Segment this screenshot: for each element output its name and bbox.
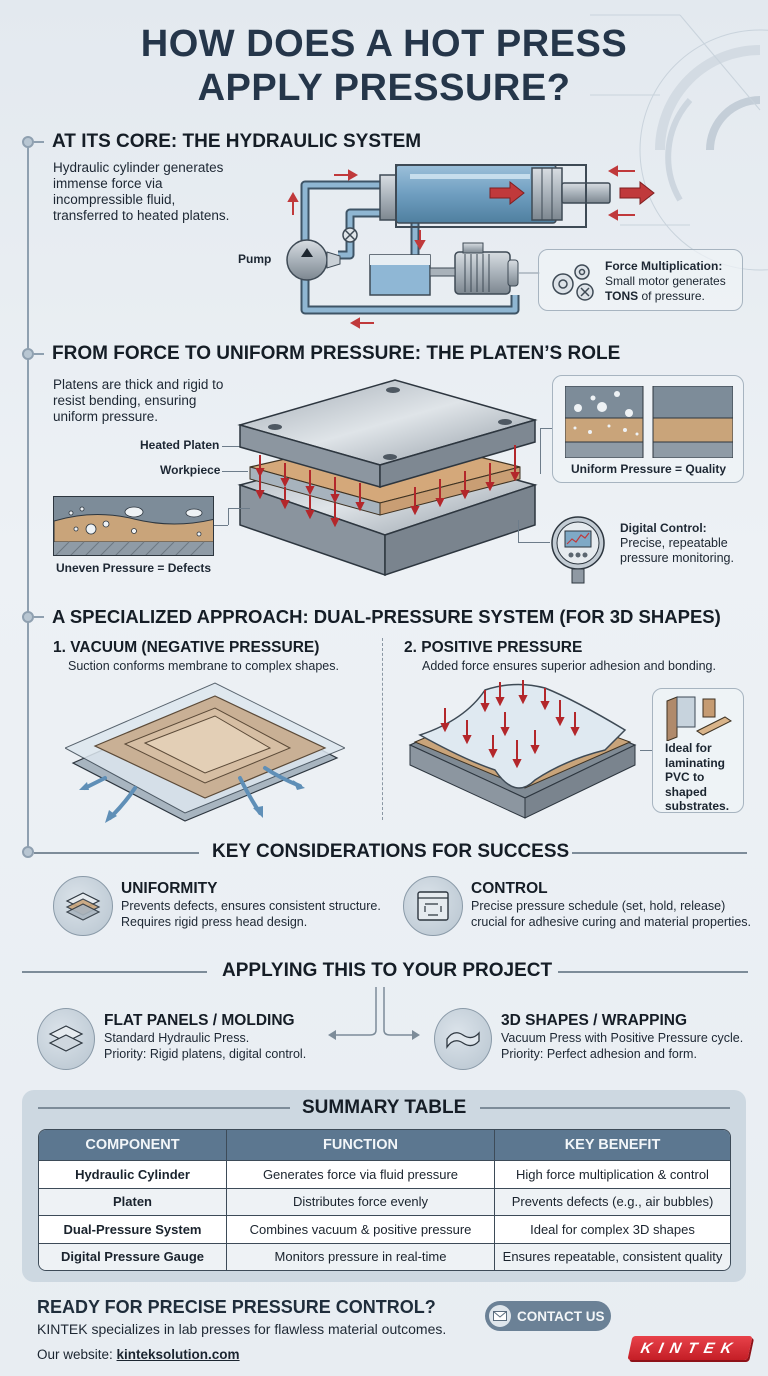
kintek-logo: KINTEK xyxy=(627,1336,753,1360)
pressure-gauge-icon xyxy=(551,516,605,584)
section-rule xyxy=(38,1107,290,1109)
branch-arrows xyxy=(328,987,420,1040)
pump-label: Pump xyxy=(238,252,272,266)
section-heading-dual-pressure: A SPECIALIZED APPROACH: DUAL-PRESSURE SY… xyxy=(52,606,721,627)
pvc-substrate-icon xyxy=(666,696,732,741)
leader-line xyxy=(214,525,228,526)
section-rule xyxy=(22,971,207,973)
platen-description: Platens are thick and rigid to resist be… xyxy=(53,377,224,424)
vacuum-title: 1. VACUUM (NEGATIVE PRESSURE) xyxy=(53,639,320,656)
vacuum-description: Suction conforms membrane to complex sha… xyxy=(68,659,339,673)
leader-line xyxy=(640,750,652,751)
timeline-line xyxy=(27,146,29,852)
leader-line xyxy=(540,428,541,474)
flat-panels-icon xyxy=(48,1025,84,1052)
timeline-tick xyxy=(34,353,44,355)
table-row: Platen Distributes force evenly Prevents… xyxy=(39,1187,730,1215)
uniform-pressure-caption: Uniform Pressure = Quality xyxy=(571,462,727,476)
3d-shapes-item: 3D SHAPES / WRAPPING Vacuum Press with P… xyxy=(501,1012,744,1061)
summary-table-heading: SUMMARY TABLE xyxy=(302,1097,467,1118)
positive-pressure-description: Added force ensures superior adhesion an… xyxy=(422,659,716,673)
summary-table: COMPONENT FUNCTION KEY BENEFIT Hydraulic… xyxy=(38,1129,731,1271)
3d-shape-icon xyxy=(446,1031,480,1050)
callout-emphasis: TONS xyxy=(605,289,639,303)
gears-icon xyxy=(552,264,594,301)
3d-shapes-icon-badge xyxy=(434,1008,492,1070)
website-link[interactable]: kinteksolution.com xyxy=(116,1347,240,1362)
column-divider xyxy=(382,638,383,820)
platen-press-diagram xyxy=(237,379,538,577)
uneven-pressure-inset xyxy=(53,496,214,556)
section-heading-applying: APPLYING THIS TO YOUR PROJECT xyxy=(222,960,553,981)
section-heading-key-considerations: KEY CONSIDERATIONS FOR SUCCESS xyxy=(212,841,570,862)
uniformity-icon-badge xyxy=(53,876,113,936)
cta-heading: READY FOR PRECISE PRESSURE CONTROL? xyxy=(37,1297,436,1317)
leader-line xyxy=(228,508,250,509)
leader-line xyxy=(228,508,229,525)
envelope-icon xyxy=(489,1305,511,1327)
callout-line1: Small motor generates xyxy=(605,274,726,288)
digital-control-text: Digital Control: Precise, repeatable pre… xyxy=(620,521,734,565)
contact-us-button[interactable]: CONTACT US xyxy=(485,1301,611,1331)
page-title: HOW DOES A HOT PRESS APPLY PRESSURE? xyxy=(140,23,628,109)
force-multiplication-callout: Force Multiplication: Small motor genera… xyxy=(538,249,743,311)
leader-line xyxy=(518,542,550,543)
uneven-pressure-caption: Uneven Pressure = Defects xyxy=(56,561,212,575)
leader-line xyxy=(222,471,248,472)
section-rule xyxy=(34,852,199,854)
uniform-pressure-callout: Uniform Pressure = Quality xyxy=(552,375,744,483)
heated-platen-label: Heated Platen xyxy=(140,438,220,452)
flat-panels-item: FLAT PANELS / MOLDING Standard Hydraulic… xyxy=(104,1012,307,1061)
defect-layers-illustration xyxy=(54,497,213,555)
section-rule xyxy=(572,852,747,854)
leader-line xyxy=(518,520,519,542)
positive-pressure-illustration xyxy=(408,680,637,819)
cta-text: KINTEK specializes in lab presses for fl… xyxy=(37,1321,447,1337)
callout-title: Force Multiplication: xyxy=(605,259,723,273)
section-heading-platen: FROM FORCE TO UNIFORM PRESSURE: THE PLAT… xyxy=(52,343,621,364)
flat-panels-icon-badge xyxy=(37,1008,95,1070)
layers-icon xyxy=(65,892,101,921)
hydraulic-system-diagram xyxy=(286,164,655,329)
ideal-for-callout: Ideal for laminating PVC to shaped subst… xyxy=(652,688,744,813)
uniformity-item: UNIFORMITY Prevents defects, ensures con… xyxy=(121,880,381,929)
hydraulic-description: Hydraulic cylinder generates immense for… xyxy=(53,160,230,223)
leader-line xyxy=(222,446,248,447)
leader-line xyxy=(540,428,552,429)
control-icon-badge xyxy=(403,876,463,936)
table-row: Digital Pressure Gauge Monitors pressure… xyxy=(39,1242,730,1270)
section-rule xyxy=(480,1107,730,1109)
column-header: COMPONENT xyxy=(39,1130,227,1160)
contact-us-label: CONTACT US xyxy=(517,1308,605,1324)
table-header-row: COMPONENT FUNCTION KEY BENEFIT xyxy=(39,1130,730,1160)
timeline-tick xyxy=(34,616,44,618)
table-row: Dual-Pressure System Combines vacuum & p… xyxy=(39,1215,730,1243)
timeline-node xyxy=(22,348,34,360)
cycle-schedule-icon xyxy=(417,891,449,921)
table-row: Hydraulic Cylinder Generates force via f… xyxy=(39,1160,730,1188)
timeline-tick xyxy=(34,141,44,143)
timeline-node xyxy=(22,611,34,623)
column-header: KEY BENEFIT xyxy=(495,1130,730,1160)
timeline-node xyxy=(22,846,34,858)
column-header: FUNCTION xyxy=(227,1130,495,1160)
section-heading-hydraulic: AT ITS CORE: THE HYDRAULIC SYSTEM xyxy=(52,131,422,152)
background-circuit-decoration xyxy=(590,14,768,271)
workpiece-label: Workpiece xyxy=(160,463,221,477)
vacuum-membrane-illustration xyxy=(65,682,345,823)
uniform-layers-comparison xyxy=(565,386,733,458)
timeline-node xyxy=(22,136,34,148)
positive-pressure-title: 2. POSITIVE PRESSURE xyxy=(404,639,583,656)
website-line: Our website: kinteksolution.com xyxy=(37,1347,240,1362)
control-item: CONTROL Precise pressure schedule (set, … xyxy=(471,880,751,929)
section-rule xyxy=(558,971,748,973)
